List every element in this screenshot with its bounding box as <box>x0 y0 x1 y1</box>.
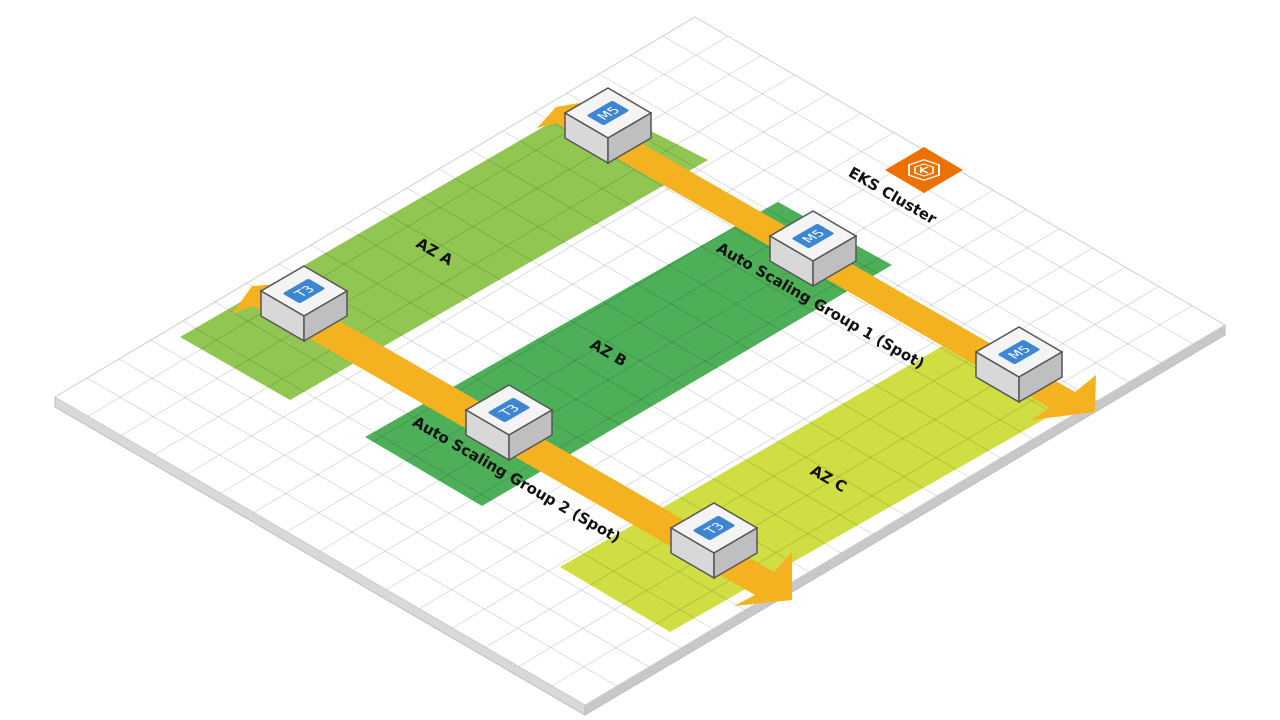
grid-line <box>220 112 861 494</box>
grid-line <box>342 225 874 535</box>
grid-line <box>214 301 746 611</box>
instance-right <box>303 289 348 343</box>
grid-line <box>86 377 618 687</box>
instance-m5-3[interactable]: M5 <box>974 326 1064 404</box>
instance-badge <box>587 101 629 125</box>
instance-t3-2[interactable]: T3 <box>464 384 554 462</box>
grid-line <box>502 130 1034 440</box>
eks-cluster-glyph <box>908 159 940 181</box>
instance-right <box>1018 350 1063 404</box>
grid-line <box>438 168 970 478</box>
instance-right <box>812 234 857 288</box>
eks-cluster-icon <box>885 147 963 193</box>
instance-t3-1[interactable]: T3 <box>259 265 349 343</box>
instances: M5 M5 M5 T3 <box>259 87 1064 580</box>
instance-right <box>508 408 553 462</box>
grid-line <box>406 187 938 497</box>
grid-line <box>310 244 842 554</box>
grid-line <box>630 54 1162 364</box>
grid-line <box>452 247 1093 629</box>
instance-m5-1[interactable]: M5 <box>563 87 653 165</box>
grid-line <box>470 149 1002 459</box>
grid-line <box>352 189 994 571</box>
instance-t3-3[interactable]: T3 <box>669 502 759 580</box>
grid-line <box>182 320 714 630</box>
grid-line <box>551 305 1193 687</box>
instance-badge <box>693 516 735 540</box>
grid-line <box>419 228 1060 610</box>
instance-badge <box>488 398 530 422</box>
grid-line <box>150 339 682 649</box>
grid-line <box>374 206 906 516</box>
grid-line <box>187 93 828 475</box>
grid-line <box>598 73 1130 383</box>
grid-line <box>253 132 895 513</box>
instance-right <box>713 526 758 580</box>
instance-badge <box>283 279 325 303</box>
grid-line <box>385 209 1027 590</box>
grid-line <box>120 55 762 436</box>
instance-badge <box>792 224 834 248</box>
grid-line <box>118 358 650 668</box>
instance-badge <box>998 340 1040 364</box>
grid-line <box>154 74 795 456</box>
instance-right <box>607 111 652 165</box>
instance-m5-2[interactable]: M5 <box>768 210 858 288</box>
